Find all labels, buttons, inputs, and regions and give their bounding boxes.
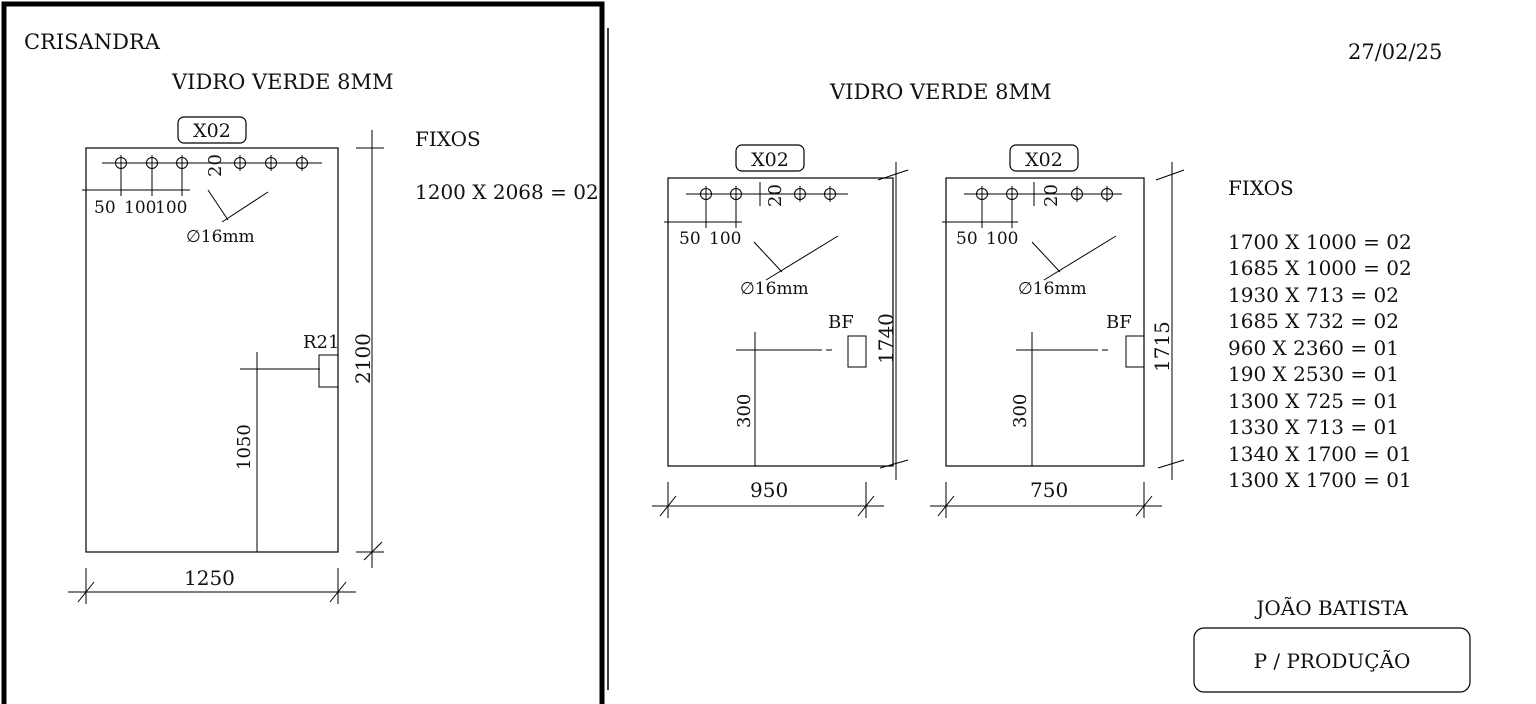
hardware-tag: R21: [303, 332, 339, 353]
height-label: 1715: [1150, 321, 1174, 372]
width-dimension: [68, 568, 356, 604]
spacing-dimension: [942, 202, 1018, 228]
production-stamp-box: [1193, 627, 1471, 693]
hardware-height-label: 300: [1010, 394, 1031, 428]
spacing-label: 100: [155, 198, 187, 218]
width-label: 750: [1030, 478, 1068, 502]
height-dimension: [1155, 162, 1185, 480]
fixos-item: 1330 X 713 = 01: [1228, 415, 1399, 439]
spacing-label: 50: [94, 198, 116, 218]
spacing-dimension: [82, 170, 190, 196]
hole-diameter-label: ∅16mm: [1018, 279, 1087, 299]
hole-diameter-label: ∅16mm: [740, 279, 809, 299]
spacing-label: 100: [124, 198, 156, 218]
spacing-label: 100: [709, 229, 741, 249]
diameter-leader: [1031, 241, 1061, 273]
qty-tag: X02: [193, 120, 231, 142]
production-stamp: P / PRODUÇÃO: [1254, 649, 1411, 673]
hardware-marker: [736, 332, 867, 466]
fixos-item: 960 X 2360 = 01: [1228, 336, 1399, 360]
qty-tag: X02: [1025, 149, 1063, 171]
hole-row: [964, 182, 1122, 206]
fixos-item: 1300 X 725 = 01: [1228, 389, 1399, 413]
fixos-item: 1930 X 713 = 02: [1228, 283, 1399, 307]
hole-row: [102, 155, 322, 171]
glass-panel-group-1: X02 20 50 100: [652, 144, 909, 518]
height-label: 2100: [351, 333, 375, 384]
width-label: 1250: [184, 566, 235, 590]
fixos-item: 190 X 2530 = 01: [1228, 362, 1399, 386]
fixos-item: 1685 X 1000 = 02: [1228, 256, 1412, 280]
qty-tag-box: [1009, 144, 1079, 172]
qty-tag-box: [177, 116, 247, 144]
diameter-leader: [1043, 235, 1117, 281]
hole-row: [686, 182, 848, 206]
height-label: 1740: [874, 313, 898, 364]
right-fixos-title: FIXOS: [1228, 176, 1294, 200]
signature-name: JOÃO BATISTA: [1254, 596, 1408, 620]
fixos-item: 1340 X 1700 = 01: [1228, 442, 1412, 466]
right-material-title: VIDRO VERDE 8MM: [829, 80, 1052, 104]
hardware-height-label: 300: [734, 394, 755, 428]
glass-panel-group-2: X02 20 50 100: [930, 144, 1185, 518]
hardware-tag: BF: [1106, 312, 1132, 333]
spacing-label: 50: [956, 229, 978, 249]
fixos-item: 1685 X 732 = 02: [1228, 309, 1399, 333]
diameter-leader: [753, 241, 783, 273]
glass-panel-left: [85, 147, 339, 553]
fixos-item: 1700 X 1000 = 02: [1228, 230, 1412, 254]
spacing-dimension: [664, 202, 742, 228]
spacing-label: 100: [986, 229, 1018, 249]
height-dimension: [356, 130, 384, 568]
hole-offset-label: 20: [1041, 184, 1062, 207]
left-fixos-title: FIXOS: [415, 127, 481, 151]
drawing-date: 27/02/25: [1348, 40, 1442, 64]
width-dimension: [930, 482, 1162, 518]
qty-tag-box: [735, 144, 805, 172]
diameter-leader: [207, 189, 229, 221]
height-dimension: [877, 162, 909, 480]
glass-panel: [667, 177, 894, 467]
diameter-leader: [221, 191, 269, 223]
hole-offset-label: 20: [765, 184, 786, 207]
diameter-leader: [765, 235, 839, 281]
left-sheet-border: [1, 1, 605, 704]
hardware-marker: [240, 352, 339, 552]
right-sheet: 27/02/25 VIDRO VERDE 8MM X02 20: [652, 40, 1471, 693]
fixos-list: 1700 X 1000 = 02 1685 X 1000 = 02 1930 X…: [1228, 230, 1412, 492]
hole-offset-label: 20: [205, 154, 226, 177]
hole-diameter-label: ∅16mm: [186, 227, 255, 247]
client-name: CRISANDRA: [24, 30, 161, 54]
hardware-tag: BF: [828, 312, 854, 333]
hardware-marker: [1016, 332, 1145, 466]
qty-tag: X02: [751, 149, 789, 171]
left-sheet: CRISANDRA VIDRO VERDE 8MM X02 20: [1, 1, 605, 704]
left-fixos-item: 1200 X 2068 = 02: [415, 180, 599, 204]
glass-panel: [945, 177, 1145, 467]
width-label: 950: [750, 478, 788, 502]
left-material-title: VIDRO VERDE 8MM: [171, 70, 394, 94]
width-dimension: [652, 482, 884, 518]
fixos-item: 1300 X 1700 = 01: [1228, 468, 1412, 492]
spacing-label: 50: [679, 229, 701, 249]
hardware-height-label: 1050: [234, 424, 255, 470]
